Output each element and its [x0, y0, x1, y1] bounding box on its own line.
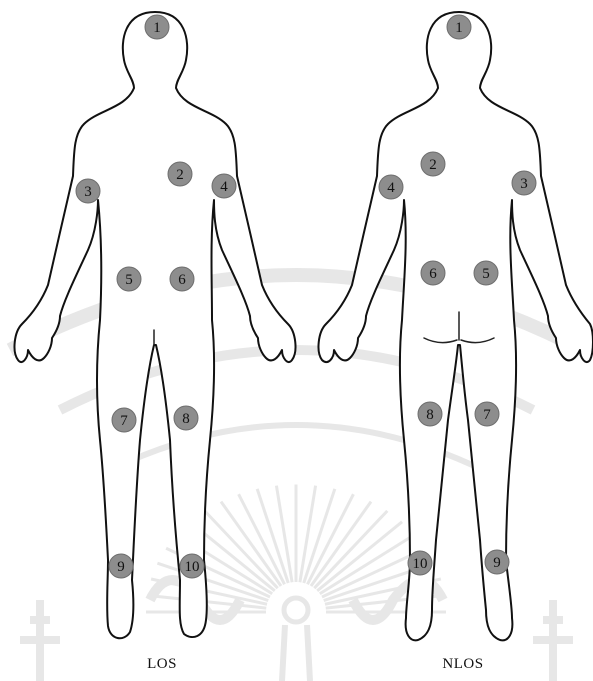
los-marker-3: 3 [76, 179, 100, 203]
los-marker-8: 8 [174, 406, 198, 430]
nlos-caption: NLOS [442, 656, 483, 672]
los-marker-4: 4 [212, 174, 236, 198]
nlos-marker-1: 1 [447, 15, 471, 39]
nlos-marker-10: 10 [408, 551, 432, 575]
nlos-marker-label: 6 [429, 266, 437, 282]
los-marker-9: 9 [109, 554, 133, 578]
nlos-marker-2: 2 [421, 152, 445, 176]
nlos-marker-3: 3 [512, 171, 536, 195]
los-marker-5: 5 [117, 267, 141, 291]
nlos-marker-label: 10 [413, 556, 428, 572]
nlos-marker-label: 1 [455, 20, 463, 36]
los-marker-10: 10 [180, 554, 204, 578]
los-marker-label: 6 [178, 272, 186, 288]
los-marker-label: 10 [185, 559, 200, 575]
los-marker-1: 1 [145, 15, 169, 39]
los-marker-label: 9 [117, 559, 125, 575]
nlos-marker-label: 2 [429, 157, 437, 173]
nlos-marker-9: 9 [485, 550, 509, 574]
los-marker-label: 3 [84, 184, 92, 200]
nlos-marker-label: 8 [426, 407, 434, 423]
nlos-body-outline [319, 12, 593, 640]
nlos-marker-4: 4 [379, 175, 403, 199]
los-marker-label: 2 [176, 167, 184, 183]
nlos-back-figure [319, 12, 593, 640]
nlos-marker-6: 6 [421, 261, 445, 285]
nlos-marker-label: 5 [482, 266, 490, 282]
nlos-marker-7: 7 [475, 402, 499, 426]
nlos-marker-label: 4 [387, 180, 395, 196]
nlos-marker-8: 8 [418, 402, 442, 426]
los-marker-label: 7 [120, 413, 128, 429]
los-marker-6: 6 [170, 267, 194, 291]
nlos-marker-5: 5 [474, 261, 498, 285]
los-marker-2: 2 [168, 162, 192, 186]
los-marker-label: 8 [182, 411, 190, 427]
los-marker-label: 5 [125, 272, 133, 288]
nlos-marker-label: 9 [493, 555, 501, 571]
los-caption: LOS [147, 656, 177, 672]
los-marker-7: 7 [112, 408, 136, 432]
los-marker-label: 1 [153, 20, 161, 36]
los-body-outline [15, 12, 296, 638]
los-front-figure [15, 12, 296, 638]
nlos-marker-label: 3 [520, 176, 528, 192]
nlos-marker-label: 7 [483, 407, 491, 423]
los-marker-label: 4 [220, 179, 228, 195]
